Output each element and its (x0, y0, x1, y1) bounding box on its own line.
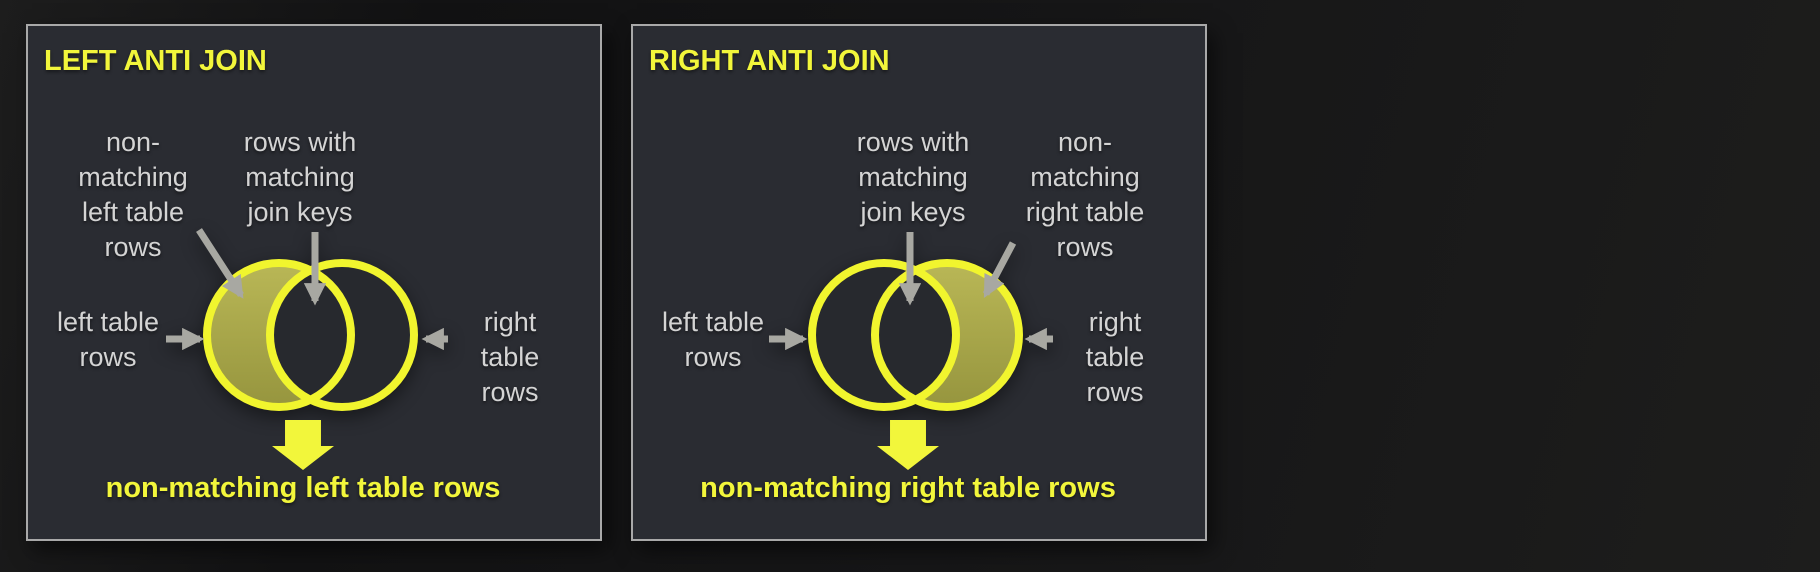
matching-join-keys-label: rows with matching join keys (856, 127, 970, 227)
left-table-rows-label: left table rows (661, 307, 765, 372)
venn-diagram-right-anti (769, 232, 1053, 411)
right-circle-outline (871, 259, 1023, 411)
right-anti-join-panel: RIGHT ANTI JOIN rows with matching join … (631, 24, 1207, 541)
diagonal-arrow-icon (982, 241, 1017, 298)
result-label: non-matching right table rows (700, 472, 1116, 504)
non-matching-left-rows-label: non- matching left table rows (78, 127, 188, 262)
non-matching-right-rows-label: non- matching right table rows (1025, 127, 1145, 262)
right-table-rows-label: right table rows (480, 307, 540, 407)
right-circle-outline (266, 259, 418, 411)
result-label: non-matching left table rows (105, 472, 501, 504)
left-table-rows-label: left table rows (56, 307, 160, 372)
diagonal-arrow-icon (196, 228, 244, 299)
right-table-rows-label: right table rows (1085, 307, 1145, 407)
venn-diagram-left-anti (166, 228, 448, 411)
annotation-arrows (769, 232, 1053, 351)
left-circle-outline (203, 259, 355, 411)
left-circle-outline (808, 259, 960, 411)
left-anti-join-panel: LEFT ANTI JOIN non- matching left table … (26, 24, 602, 541)
panel-title: RIGHT ANTI JOIN (649, 45, 890, 77)
annotation-arrows (166, 228, 448, 351)
matching-join-keys-label: rows with matching join keys (243, 127, 357, 227)
panel-title: LEFT ANTI JOIN (44, 45, 267, 77)
